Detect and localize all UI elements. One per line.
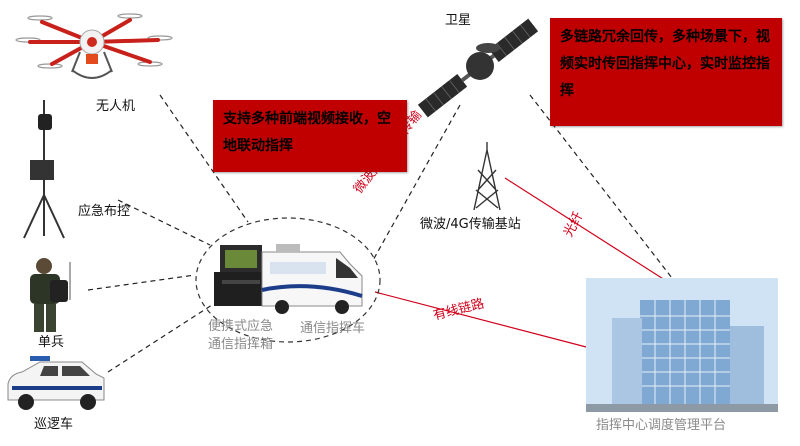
label-satellite: 卫星 [445, 13, 472, 28]
label-command-vehicle: 通信指挥车 [300, 321, 366, 336]
base-station-tower-icon [473, 142, 501, 211]
link-satellite [371, 104, 461, 263]
label-portable-case-line2: 通信指挥箱 [208, 337, 274, 352]
label-soldier: 单兵 [38, 335, 65, 350]
equipment-group-ellipse [195, 217, 381, 343]
link-deploy [117, 199, 211, 246]
soldier-icon [30, 258, 71, 332]
command-center-building-icon [586, 278, 778, 412]
command-vehicle-icon [261, 244, 363, 314]
link-drone [159, 94, 249, 223]
label-patrol-car: 巡逻车 [34, 417, 74, 432]
label-base-station: 微波/4G传输基站 [420, 217, 521, 232]
link-soldier [87, 274, 196, 291]
fiber-link-line [504, 177, 669, 283]
tripod-camera-icon [23, 100, 65, 239]
label-emergency-deploy: 应急布控 [78, 204, 131, 219]
callout-left: 支持多种前端视频接收，空地联动指挥 [213, 100, 407, 172]
patrol-car-icon [7, 356, 105, 410]
drone-icon [15, 13, 173, 79]
callout-right: 多链路冗余回传，多种场景下，视频实时传回指挥中心，实时监控指挥 [550, 18, 782, 126]
label-command-center: 指挥中心调度管理平台 [596, 418, 727, 433]
link-patrol [107, 304, 213, 373]
wired-link-line [374, 291, 591, 349]
label-portable-case-line1: 便携式应急 [208, 319, 274, 334]
portable-command-case-icon [214, 245, 268, 306]
label-drone: 无人机 [96, 99, 136, 114]
satellite-icon [417, 18, 539, 118]
red-links [374, 177, 669, 349]
